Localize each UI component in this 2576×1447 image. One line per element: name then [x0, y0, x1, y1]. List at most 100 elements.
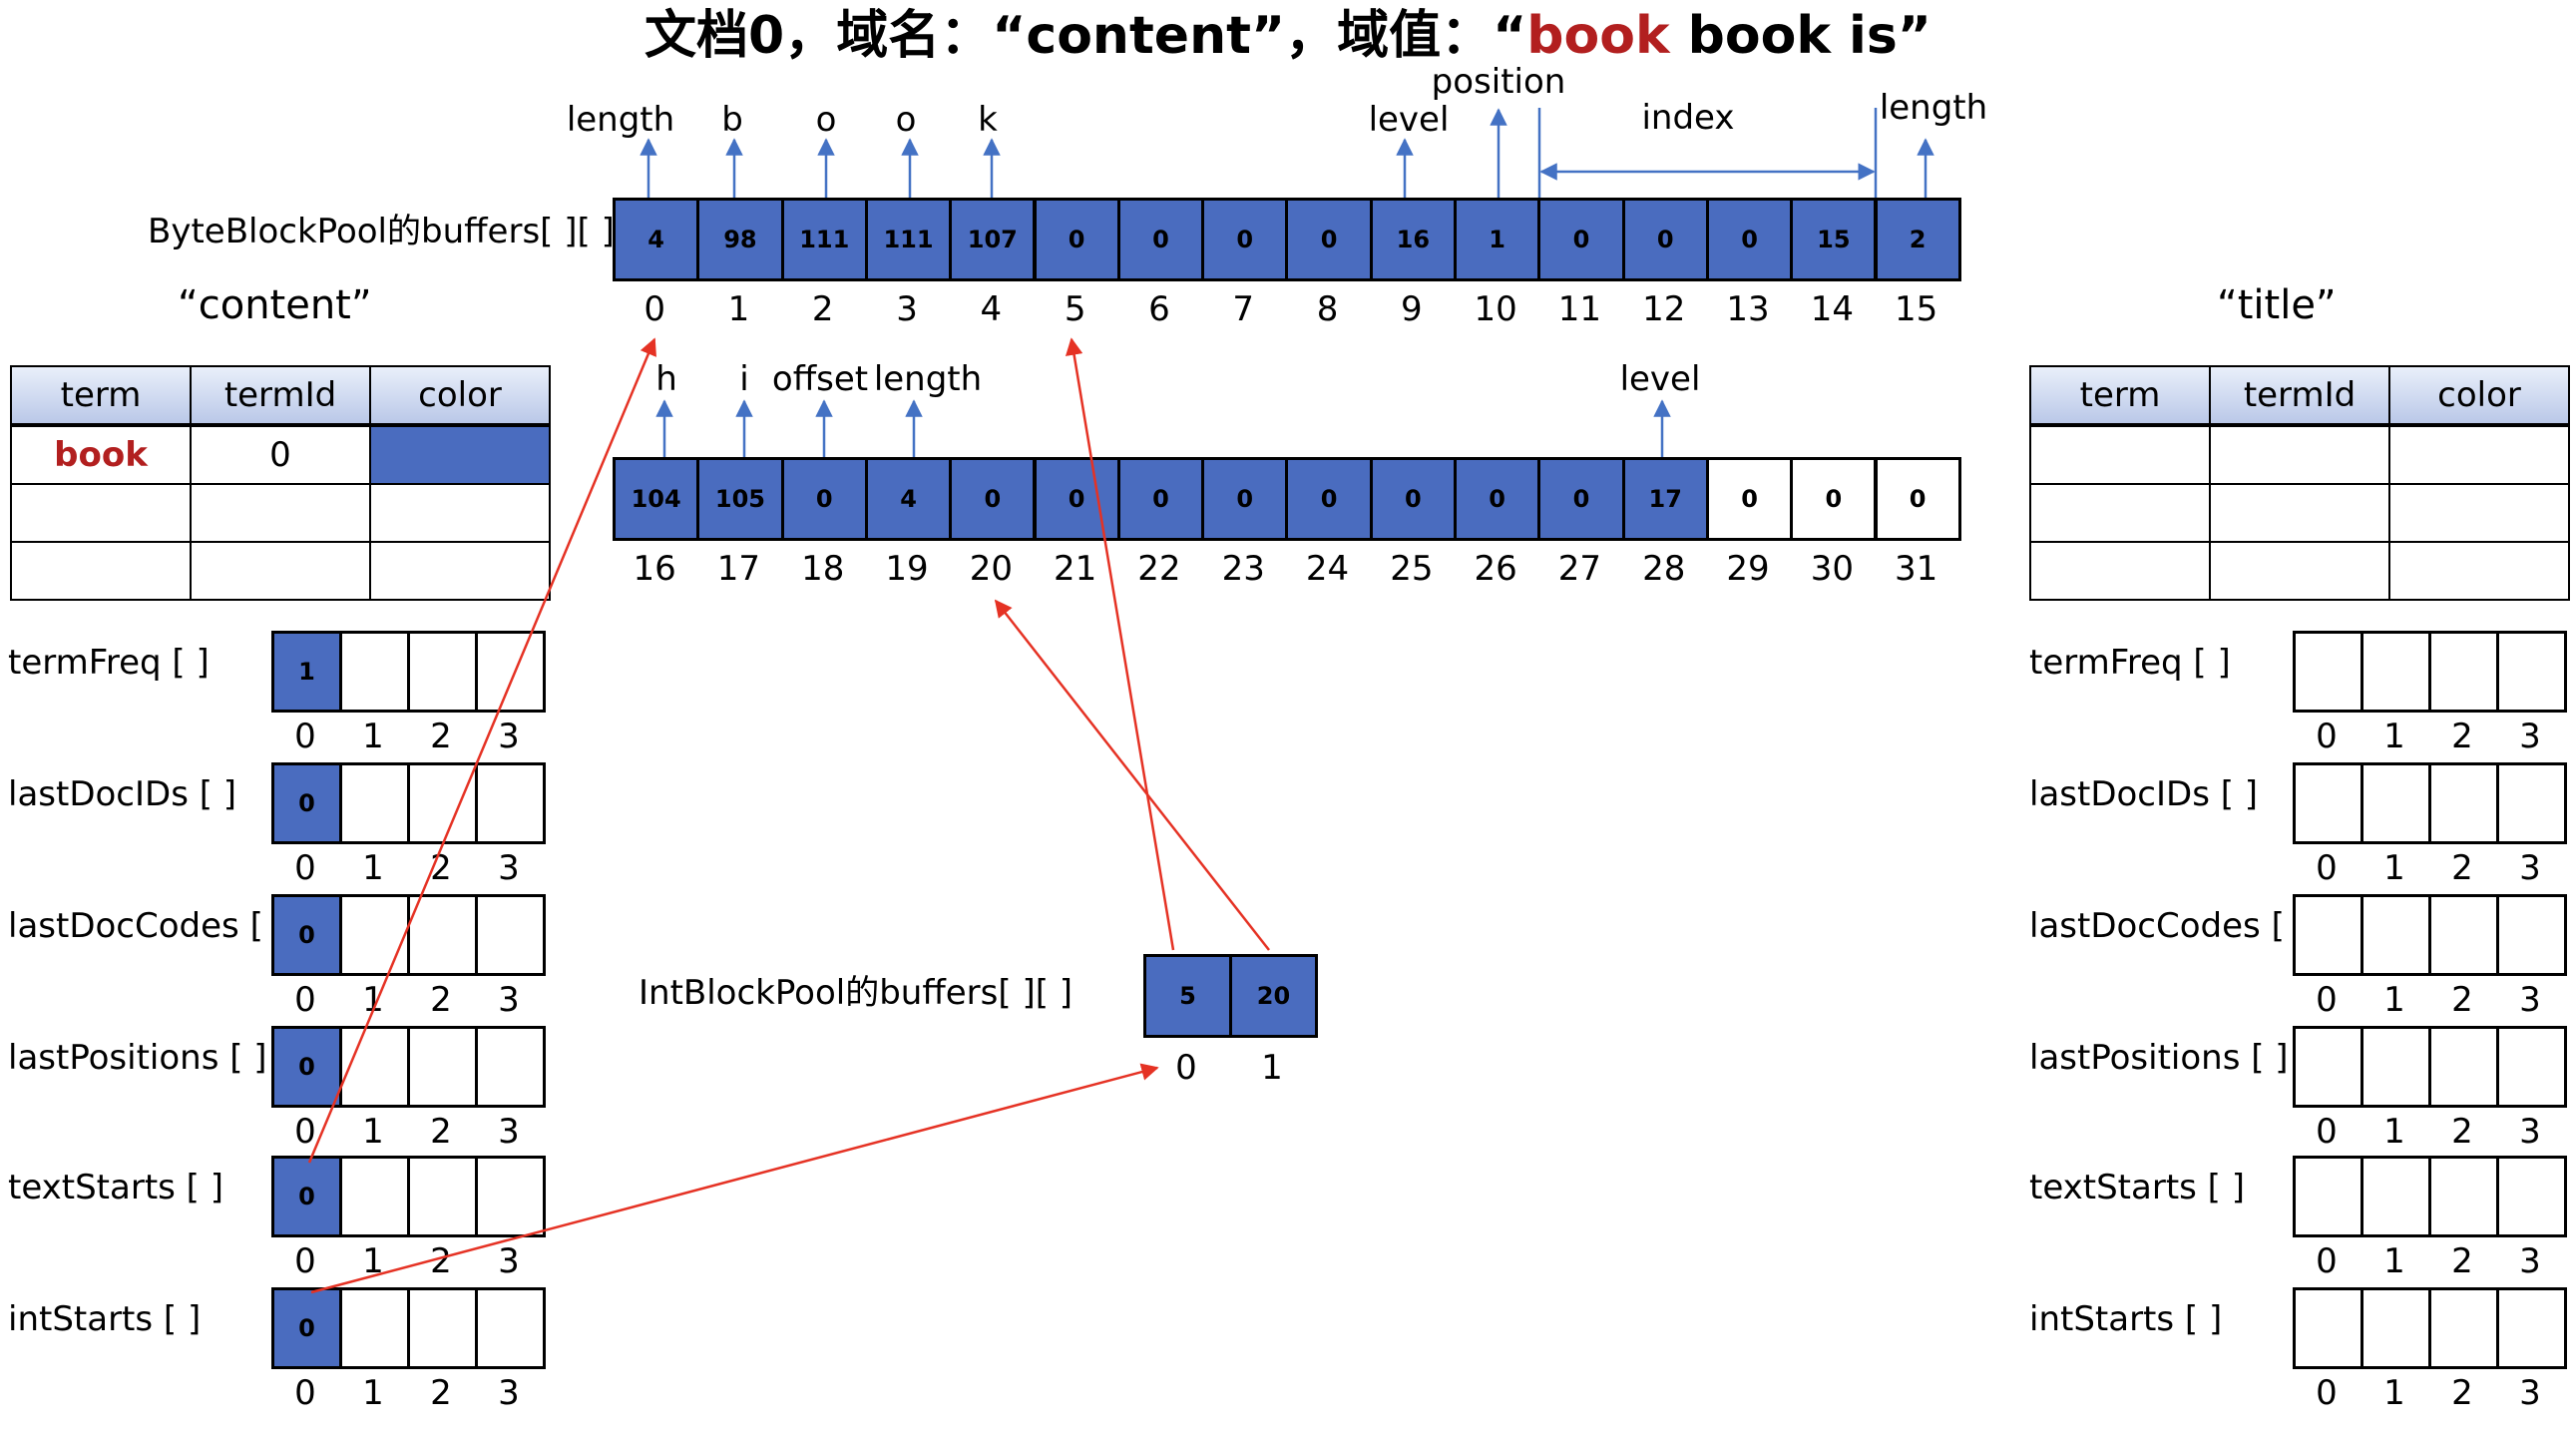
array-cell: 0 [271, 762, 342, 844]
byte-index: 3 [896, 289, 918, 329]
int-cell: 5 [1143, 954, 1232, 1038]
array-cell: 0 [271, 1026, 342, 1108]
byte-index: 5 [1064, 289, 1086, 329]
annotation-offset: offset [771, 359, 869, 399]
byte-cell: 0 [1537, 198, 1625, 281]
byte-index: 0 [644, 289, 665, 329]
byte-index: 31 [1895, 549, 1938, 589]
array-index: 1 [2383, 1112, 2405, 1152]
array-index: 0 [294, 848, 316, 888]
array-cell: 0 [271, 894, 342, 976]
byte-index: 10 [1474, 289, 1517, 329]
array-index: 0 [2316, 980, 2338, 1020]
array-index: 2 [2451, 717, 2473, 756]
byte-cell: 0 [949, 457, 1037, 541]
array-index: 1 [362, 1241, 384, 1281]
array-index: 3 [498, 1112, 520, 1152]
array-cell [2496, 1287, 2567, 1369]
byte-index: 29 [1726, 549, 1770, 589]
annotation-level: level [1368, 100, 1450, 140]
byte-index: 9 [1401, 289, 1423, 329]
array-cell [2293, 762, 2363, 844]
table-header: color [2388, 365, 2570, 425]
array-cell [2428, 1156, 2499, 1237]
byte-cell: 1 [1454, 198, 1541, 281]
array-cell [407, 1026, 478, 1108]
array-index: 2 [2451, 980, 2473, 1020]
title-field-name: “title” [2217, 282, 2337, 328]
array-cell [2428, 631, 2499, 713]
table-header: term [2029, 365, 2211, 425]
array-index: 2 [430, 1112, 452, 1152]
byte-cell: 107 [949, 198, 1037, 281]
array-cell [2428, 1026, 2499, 1108]
array-index: 0 [2316, 848, 2338, 888]
array-cell [2428, 1287, 2499, 1369]
byte-index: 14 [1810, 289, 1854, 329]
array-label: intStarts [ ] [2029, 1299, 2223, 1339]
int-cell: 20 [1229, 954, 1318, 1038]
byte-index: 30 [1810, 549, 1854, 589]
byte-cell: 0 [1201, 457, 1289, 541]
int-index: 1 [1261, 1048, 1283, 1088]
array-index: 3 [2519, 848, 2541, 888]
array-index: 1 [2383, 1373, 2405, 1413]
array-cell [2293, 631, 2363, 713]
byte-index: 12 [1642, 289, 1686, 329]
byte-index: 22 [1137, 549, 1181, 589]
table-cell [369, 541, 551, 601]
array-index: 2 [2451, 848, 2473, 888]
byte-index: 2 [811, 289, 834, 329]
byte-index: 27 [1557, 549, 1602, 589]
array-index: 2 [430, 1373, 452, 1413]
byte-index: 6 [1148, 289, 1170, 329]
array-index: 1 [2383, 980, 2405, 1020]
annotation-o: o [815, 100, 837, 140]
byte-cell: 0 [1285, 457, 1373, 541]
table-cell [2388, 425, 2570, 485]
byte-index: 15 [1895, 289, 1938, 329]
array-cell [407, 762, 478, 844]
array-index: 2 [2451, 1241, 2473, 1281]
byte-index: 25 [1390, 549, 1434, 589]
array-cell [407, 894, 478, 976]
byte-cell: 0 [1116, 198, 1205, 281]
content-field-name: “content” [178, 282, 372, 328]
array-label: lastDocCodes [ ] [2029, 906, 2309, 946]
array-cell [2361, 1287, 2431, 1369]
annotation-o2: o [895, 100, 917, 140]
array-index: 3 [498, 848, 520, 888]
annotation-b: b [721, 100, 743, 140]
table-cell [2029, 425, 2211, 485]
table-header: color [369, 365, 551, 425]
byte-cell: 111 [864, 198, 953, 281]
array-cell [2361, 631, 2431, 713]
array-index: 3 [498, 1373, 520, 1413]
byte-cell: 0 [1874, 457, 1961, 541]
byte-cell: 105 [696, 457, 784, 541]
array-cell [2361, 1026, 2431, 1108]
array-cell [2496, 1026, 2567, 1108]
array-cell [339, 631, 410, 713]
table-cell [190, 483, 371, 543]
array-cell [475, 762, 546, 844]
array-label: intStarts [ ] [8, 1299, 202, 1339]
array-index: 1 [362, 980, 384, 1020]
array-index: 2 [430, 980, 452, 1020]
byte-index: 16 [633, 549, 676, 589]
byte-cell: 4 [613, 198, 700, 281]
byte-cell: 0 [1033, 457, 1120, 541]
array-index: 3 [498, 1241, 520, 1281]
array-cell [475, 1026, 546, 1108]
byte-index: 7 [1232, 289, 1255, 329]
byte-cell: 2 [1874, 198, 1961, 281]
table-cell: book [10, 425, 192, 485]
array-index: 1 [362, 717, 384, 756]
byte-index: 17 [716, 549, 761, 589]
array-label: textStarts [ ] [8, 1168, 224, 1207]
array-cell [339, 1287, 410, 1369]
byte-index: 13 [1726, 289, 1770, 329]
byte-index: 26 [1474, 549, 1517, 589]
arrow-int1-to-byte20 [994, 599, 1270, 951]
title-suffix: book is” [1669, 6, 1932, 66]
